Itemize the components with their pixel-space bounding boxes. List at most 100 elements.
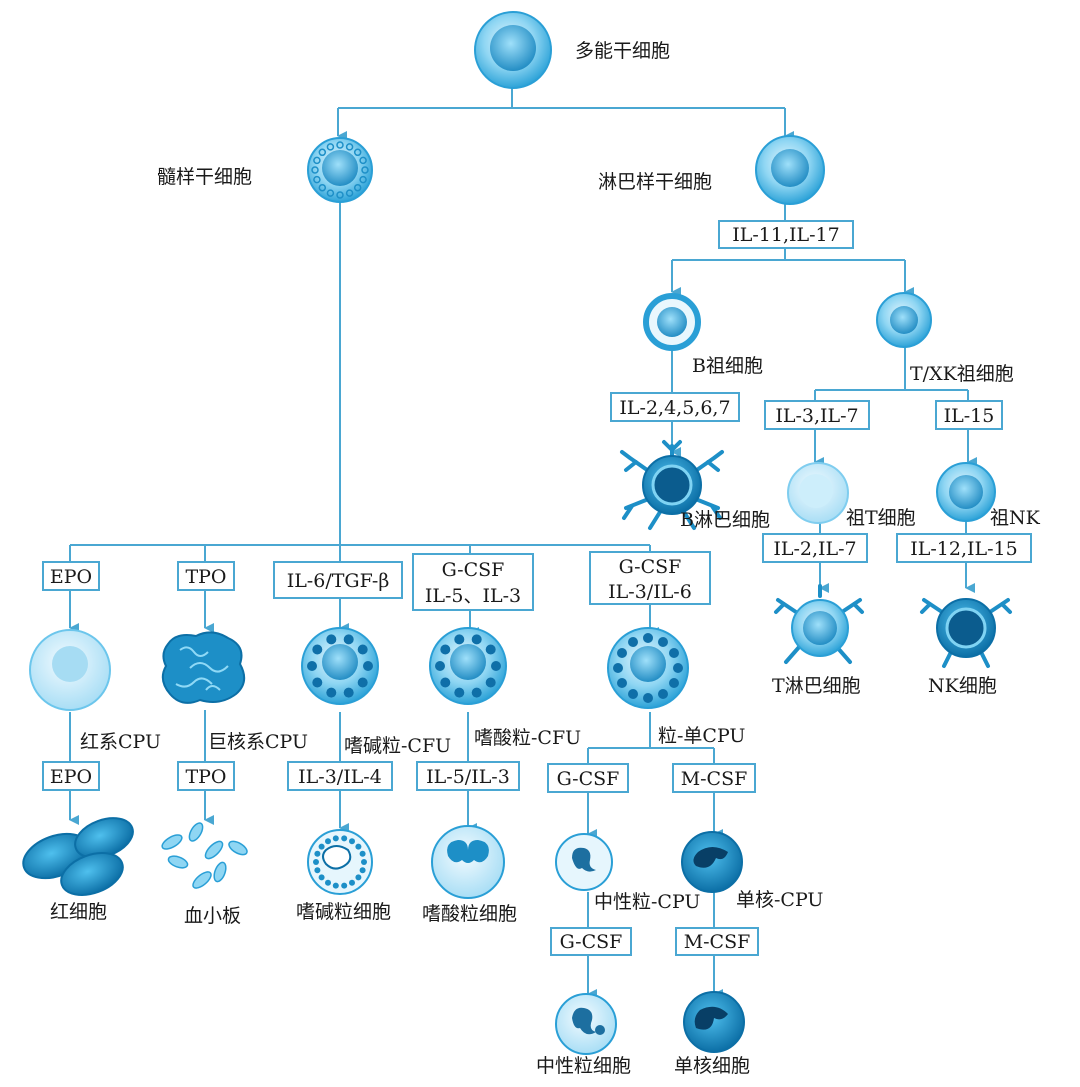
granule <box>361 166 369 174</box>
eosinophil-cfu-icon <box>429 627 507 705</box>
granule <box>363 661 373 671</box>
svg-text:IL-11,IL-17: IL-11,IL-17 <box>732 224 839 246</box>
granule <box>440 677 451 688</box>
label-pro-nk: 祖NK <box>990 507 1041 529</box>
granule <box>332 835 339 842</box>
granule <box>326 189 335 197</box>
svg-text:G-CSF: G-CSF <box>557 768 620 790</box>
red-blood-cells-icon <box>22 817 134 896</box>
granule <box>311 166 319 174</box>
svg-text:IL-3,IL-7: IL-3,IL-7 <box>775 405 858 427</box>
label-monocyte: 单核细胞 <box>674 1055 750 1077</box>
granule <box>435 661 445 671</box>
granule <box>361 859 367 865</box>
basophil-icon <box>307 829 373 895</box>
granule <box>349 838 355 845</box>
cells <box>22 11 1012 1055</box>
label-pluripotent-stem-cell: 多能干细胞 <box>575 40 670 62</box>
t-lymphocyte-icon <box>774 584 864 664</box>
granule <box>325 879 331 886</box>
granule <box>307 661 317 671</box>
label-myeloid-stem-cell: 髓样干细胞 <box>157 166 252 188</box>
granule <box>345 143 354 151</box>
granule <box>326 634 337 645</box>
pro-nk-cell-icon <box>936 462 996 522</box>
granule <box>658 689 668 699</box>
granule <box>326 687 337 698</box>
granule <box>643 633 653 643</box>
factor-il2-il7: IL-2,IL-7 <box>762 533 868 563</box>
pluripotent-stem-cell-icon <box>474 11 552 89</box>
b-progenitor-icon <box>643 293 701 351</box>
label-b-progenitor: B祖细胞 <box>692 355 763 377</box>
factor-tpo-1: TPO <box>177 561 235 591</box>
granule <box>341 835 348 842</box>
label-monocyte-cpu: 单核-CPU <box>736 889 823 911</box>
factor-mcsf-1: M-CSF <box>672 763 756 793</box>
txk-progenitor-icon <box>876 292 932 348</box>
svg-text:EPO: EPO <box>50 766 92 788</box>
monocyte-cpu-icon <box>681 831 743 893</box>
label-t-lymphocyte: T淋巴细胞 <box>772 675 861 697</box>
granule <box>313 859 319 865</box>
label-nk-cell: NK细胞 <box>928 675 997 697</box>
erythroid-cpu-icon <box>29 629 111 711</box>
svg-text:IL-3/IL-6: IL-3/IL-6 <box>608 581 692 603</box>
factor-tpo-2: TPO <box>177 761 235 791</box>
granule <box>669 678 679 688</box>
granule <box>353 183 362 192</box>
factor-gcsf-il5-il3: G-CSF IL-5、IL-3 <box>412 553 534 611</box>
granule <box>312 677 323 688</box>
label-neutrophil: 中性粒细胞 <box>536 1055 631 1077</box>
svg-text:TPO: TPO <box>185 766 226 788</box>
factor-gcsf-il3-il6: G-CSF IL-3/IL-6 <box>589 551 711 605</box>
svg-text:G-CSF: G-CSF <box>560 931 623 953</box>
granulocyte-monocyte-cpu-icon <box>607 627 689 709</box>
label-eosinophil-cfu: 嗜酸粒-CFU <box>474 727 581 749</box>
platelets-icon <box>161 822 248 889</box>
factor-epo-1: EPO <box>42 561 100 591</box>
svg-text:IL-5、IL-3: IL-5、IL-3 <box>425 585 521 607</box>
granule <box>673 663 683 673</box>
svg-text:IL-2,IL-7: IL-2,IL-7 <box>773 538 856 560</box>
factor-mcsf-2: M-CSF <box>675 927 759 956</box>
megakaryocyte-cpu-icon <box>161 631 246 704</box>
neutrophil-icon <box>555 993 617 1055</box>
granule <box>613 663 623 673</box>
granule <box>357 644 368 655</box>
granule <box>318 148 327 157</box>
factor-il11-17: IL-11,IL-17 <box>718 220 854 249</box>
granule <box>359 175 367 184</box>
factor-il6-tgf: IL-6/TGF-β <box>273 561 403 599</box>
granule <box>359 156 367 165</box>
granule <box>440 644 451 655</box>
factor-gcsf-2: G-CSF <box>547 763 629 793</box>
monocyte-icon <box>683 991 745 1053</box>
svg-text:G-CSF: G-CSF <box>619 556 682 578</box>
label-erythroid-cpu: 红系CPU <box>80 731 161 753</box>
granule <box>318 183 327 192</box>
basophil-cfu-icon <box>301 627 379 705</box>
granule <box>313 156 321 165</box>
granule <box>355 874 362 881</box>
granule <box>471 687 482 698</box>
label-b-lymphocyte: B淋巴细胞 <box>680 509 770 531</box>
label-basophil: 嗜碱粒细胞 <box>296 901 391 923</box>
granule <box>628 637 638 647</box>
granule <box>471 634 482 645</box>
factor-epo-2: EPO <box>42 761 100 791</box>
b-lymphocyte-icon <box>620 440 724 530</box>
granule <box>643 693 653 703</box>
granule <box>326 143 335 151</box>
granule <box>359 867 366 874</box>
label-red-blood-cell: 红细胞 <box>50 901 107 923</box>
nk-cell-icon <box>920 598 1012 668</box>
label-eosinophil: 嗜酸粒细胞 <box>422 903 517 925</box>
granule <box>336 191 344 199</box>
svg-text:IL-6/TGF-β: IL-6/TGF-β <box>287 570 390 592</box>
label-pro-t: 祖T细胞 <box>846 507 916 529</box>
label-platelet: 血小板 <box>184 905 241 927</box>
granule <box>454 687 465 698</box>
factor-il12-il15: IL-12,IL-15 <box>896 533 1032 563</box>
granule <box>325 838 331 845</box>
